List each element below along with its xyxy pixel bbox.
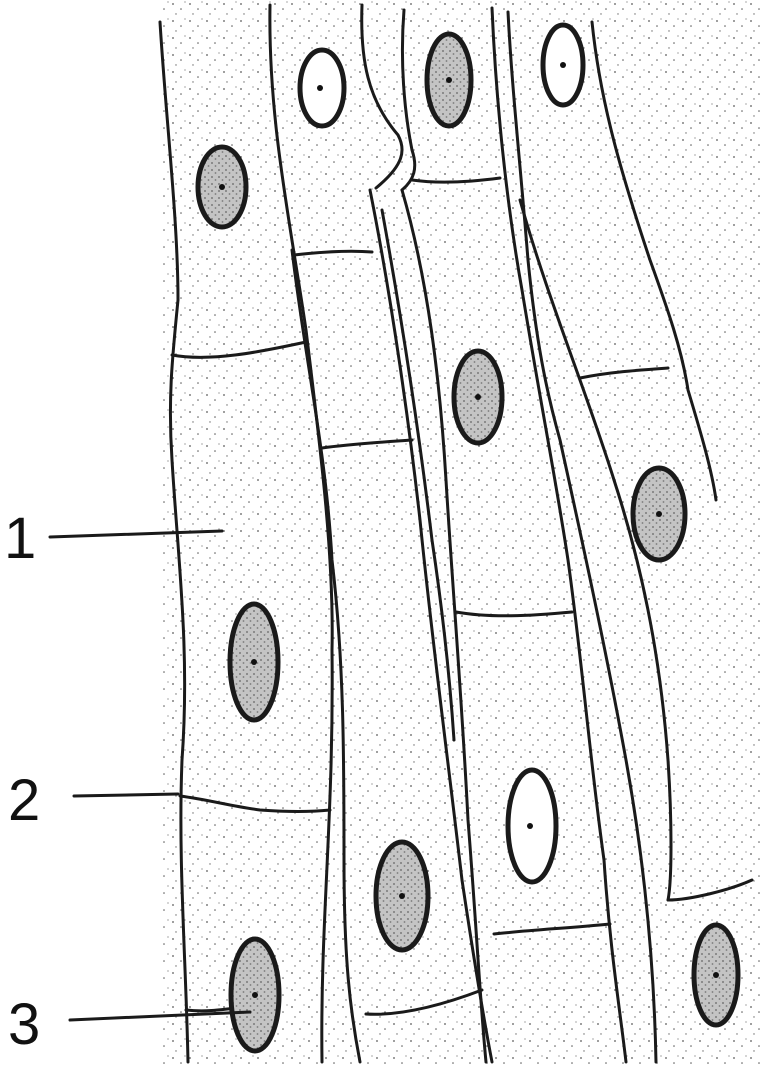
nucleus-icon	[231, 939, 279, 1051]
nucleus-icon	[376, 842, 428, 950]
label-1: 1	[4, 506, 36, 571]
nucleus-icon	[427, 34, 471, 126]
labels: 1 2 3	[4, 506, 40, 1057]
label-2: 2	[8, 768, 40, 833]
nucleus-icon	[543, 25, 583, 105]
label-3: 3	[8, 992, 40, 1057]
nucleus-icon	[300, 50, 344, 126]
leader-line-2	[74, 794, 178, 796]
nucleus-icon	[230, 604, 278, 720]
nucleus-icon	[508, 770, 556, 882]
nucleus-icon	[454, 351, 502, 443]
nucleus-icon	[198, 147, 246, 227]
nucleus-icon	[633, 468, 685, 560]
nucleus-icon	[694, 925, 738, 1025]
